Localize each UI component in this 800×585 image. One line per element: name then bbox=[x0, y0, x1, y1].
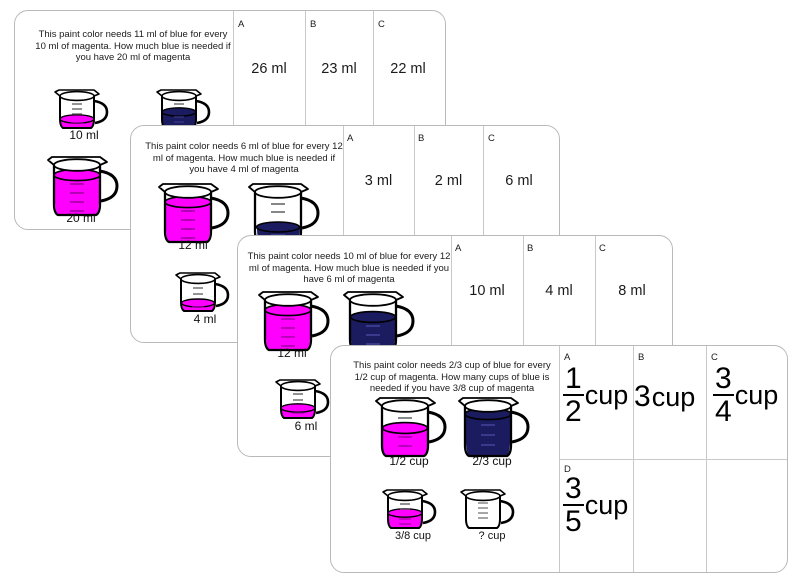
column-divider bbox=[414, 126, 415, 342]
fraction-denominator: 5 bbox=[565, 505, 582, 539]
magenta-beaker-12ml bbox=[156, 178, 244, 254]
answer-option-a[interactable]: 26 ml bbox=[251, 61, 287, 77]
fraction-three-fifths: 3 5 bbox=[563, 472, 584, 539]
whole-number: 3 bbox=[634, 380, 651, 413]
beaker-label: 6 ml bbox=[294, 419, 318, 433]
fraction-numerator: 3 bbox=[565, 472, 582, 505]
navy-beaker-top bbox=[155, 86, 217, 138]
answer-letter-a: A bbox=[455, 243, 462, 254]
fraction-one-half: 1 2 bbox=[563, 362, 584, 429]
answer-option-b[interactable]: 4 ml bbox=[545, 283, 573, 299]
answer-row-divider bbox=[559, 459, 787, 460]
answer-option-c[interactable]: 8 ml bbox=[618, 283, 646, 299]
unit-label: cup bbox=[734, 379, 779, 410]
beaker-label: 3/8 cup bbox=[394, 530, 432, 542]
fraction-bar bbox=[563, 394, 584, 397]
magenta-beaker-half-cup bbox=[373, 392, 461, 468]
answer-option-c[interactable]: 6 ml bbox=[505, 173, 533, 189]
fraction-three-quarters: 3 4 bbox=[713, 362, 734, 429]
magenta-beaker-6ml bbox=[274, 376, 336, 428]
navy-beaker-full bbox=[341, 286, 429, 362]
answer-option-d[interactable]: 3 5 cup bbox=[563, 472, 629, 539]
fraction-numerator: 1 bbox=[565, 362, 582, 395]
column-divider bbox=[483, 126, 484, 342]
fraction-bar bbox=[563, 504, 584, 507]
answer-option-c[interactable]: 22 ml bbox=[390, 61, 426, 77]
answer-option-a[interactable]: 10 ml bbox=[469, 283, 505, 299]
unit-label: cup bbox=[651, 381, 696, 412]
fraction-bar bbox=[713, 394, 734, 397]
fraction-denominator: 2 bbox=[565, 395, 582, 429]
question-card-1[interactable]: This paint color needs 11 ml of blue for… bbox=[14, 10, 446, 230]
answer-letter-a: A bbox=[238, 19, 245, 30]
beaker-label: 12 ml bbox=[178, 238, 208, 252]
beaker-label: 4 ml bbox=[193, 312, 217, 326]
magenta-beaker-10ml bbox=[53, 86, 115, 138]
beaker-label: 10 ml bbox=[69, 128, 99, 142]
beaker-label: 1/2 cup bbox=[389, 454, 429, 468]
magenta-beaker-20ml bbox=[45, 151, 133, 227]
answer-letter-c: C bbox=[488, 133, 495, 144]
unit-label: cup bbox=[584, 379, 629, 410]
answer-letter-b: B bbox=[418, 133, 425, 144]
unit-label: cup bbox=[584, 489, 629, 520]
answer-letter-b: B bbox=[310, 19, 317, 30]
answer-letter-c: C bbox=[378, 19, 385, 30]
answer-option-b[interactable]: 2 ml bbox=[434, 173, 463, 189]
beaker-label: 2/3 cup bbox=[472, 454, 512, 468]
question-text: This paint color needs 11 ml of blue for… bbox=[35, 29, 231, 63]
question-text: This paint color needs 2/3 cup of blue f… bbox=[353, 360, 551, 394]
navy-beaker-two-thirds-cup bbox=[456, 392, 544, 468]
magenta-beaker-12ml bbox=[256, 286, 344, 362]
magenta-beaker-4ml bbox=[174, 269, 236, 321]
question-text: This paint color needs 10 ml of blue for… bbox=[247, 251, 451, 285]
fraction-numerator: 3 bbox=[715, 362, 732, 395]
answer-option-a[interactable]: 1 2 cup bbox=[563, 362, 629, 429]
answer-option-a[interactable]: 3 ml bbox=[364, 173, 393, 189]
beaker-label: 12 ml bbox=[277, 346, 307, 360]
empty-beaker-unknown-cup bbox=[459, 486, 521, 538]
answer-letter-a: A bbox=[564, 352, 571, 363]
answer-option-c[interactable]: 3 4 cup bbox=[713, 362, 779, 429]
answer-letter-b: B bbox=[638, 352, 645, 363]
question-text: This paint color needs 6 ml of blue for … bbox=[145, 141, 343, 175]
answer-letter-a: A bbox=[347, 133, 354, 144]
column-divider bbox=[343, 126, 344, 342]
beaker-label: ? cup bbox=[478, 530, 506, 542]
answer-letter-d: D bbox=[564, 464, 571, 475]
answer-letter-b: B bbox=[527, 243, 534, 254]
answer-option-b[interactable]: 23 ml bbox=[321, 61, 357, 77]
fraction-denominator: 4 bbox=[715, 395, 732, 429]
question-card-4[interactable]: This paint color needs 2/3 cup of blue f… bbox=[330, 345, 788, 573]
column-divider bbox=[373, 11, 374, 229]
column-divider bbox=[305, 11, 306, 229]
magenta-beaker-three-eighths-cup bbox=[381, 486, 443, 538]
answer-letter-c: C bbox=[711, 352, 718, 363]
column-divider bbox=[233, 11, 234, 229]
answer-letter-c: C bbox=[599, 243, 606, 254]
beaker-label: 20 ml bbox=[66, 211, 96, 225]
answer-option-b[interactable]: 3 cup bbox=[634, 382, 695, 412]
